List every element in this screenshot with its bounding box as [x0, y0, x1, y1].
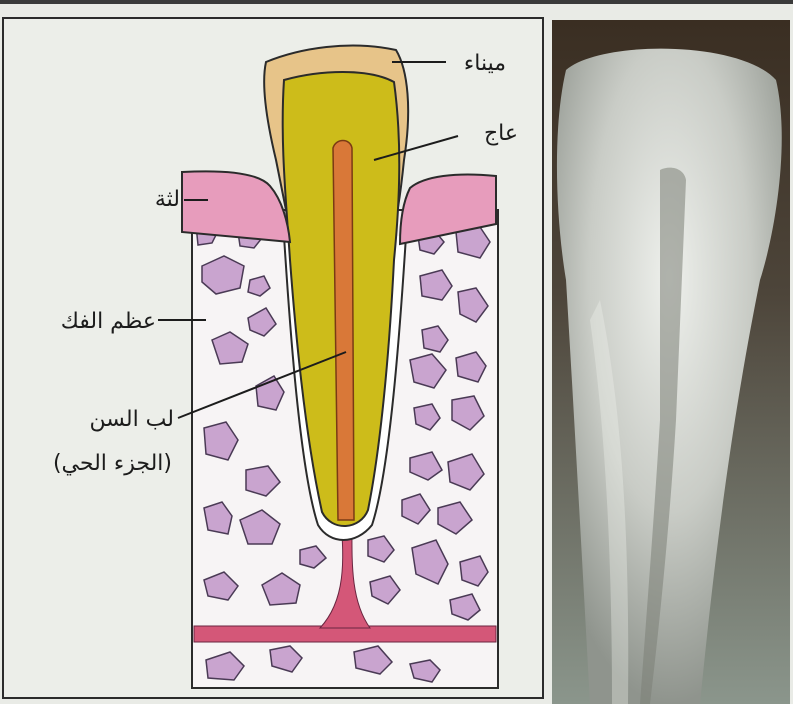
label-dentin: عاج — [484, 121, 518, 146]
xray-panel — [552, 20, 790, 704]
label-pulp-note: (الجزء الحي) — [53, 451, 172, 476]
label-gum: لثة — [155, 187, 180, 212]
label-pulp: لب السن — [90, 407, 175, 432]
top-border — [0, 0, 793, 4]
label-jaw-bone: عظم الفك — [61, 309, 156, 334]
diagram-panel: ميناء عاج لثة عظم الفك لب السن (الجزء ال… — [3, 18, 543, 698]
label-enamel: ميناء — [464, 51, 506, 76]
